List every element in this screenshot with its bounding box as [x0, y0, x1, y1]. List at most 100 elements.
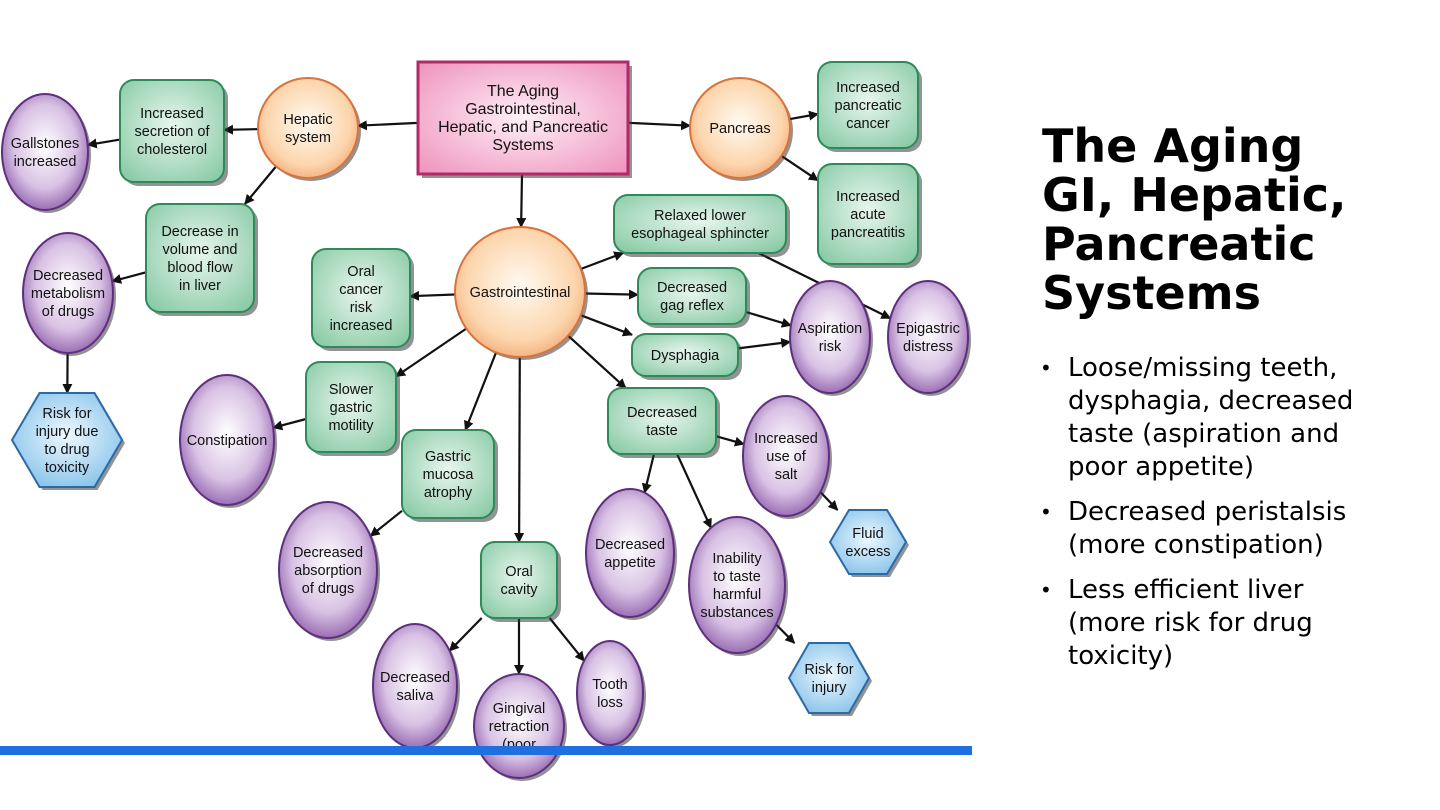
node-constipation: Constipation: [179, 374, 277, 508]
node-shape: [613, 194, 787, 254]
node-label-line: Inability: [712, 551, 762, 567]
node-label-line: taste: [646, 423, 677, 439]
arrow-gi-to-oral-cancer: [409, 290, 456, 301]
bullet-list: •Loose/missing teeth, dysphagia, decreas…: [1040, 352, 1380, 685]
arrow-dec-gag-to-aspiration: [745, 310, 792, 328]
arrow-root-to-gi: [516, 173, 527, 228]
node-shape: [689, 77, 791, 179]
node-shape: [22, 232, 114, 354]
node-shape: [828, 509, 908, 575]
node-label-line: volume and: [163, 242, 238, 258]
node-fluid-excess: Fluid excess: [828, 509, 909, 577]
node-shape: [401, 429, 495, 519]
node-label-line: Hepatic, and Pancreatic: [438, 119, 608, 136]
node-label-line: Decreased: [627, 405, 697, 421]
arrow-gi-to-relaxed-les: [580, 251, 625, 271]
node-shape: [145, 203, 255, 313]
arrow-slower-motility-to-constipation: [272, 417, 307, 431]
arrow-dec-taste-to-inc-salt: [715, 435, 745, 447]
arrow-gi-to-oral-cavity: [514, 356, 525, 543]
arrow-gi-to-slower-motility: [395, 327, 467, 378]
node-label-line: Aspiration: [798, 321, 862, 337]
node-label-line: to taste: [713, 569, 761, 585]
node-dec-taste: Decreased taste: [607, 387, 720, 458]
arrow-dysphagia-to-aspiration: [737, 338, 792, 350]
bullet-dot-icon: •: [1040, 578, 1052, 602]
node-label-line: Increased: [754, 431, 818, 447]
arrow-hepatic-to-dec-liver-flow: [244, 165, 277, 205]
node-label-line: harmful: [713, 587, 761, 603]
node-label-line: increased: [330, 318, 393, 334]
node-label-line: toxicity: [45, 460, 90, 476]
node-label-line: secretion of: [135, 124, 211, 140]
node-shape: [480, 541, 558, 619]
arrow-gi-to-dec-gag: [584, 289, 639, 300]
node-shape: [257, 77, 359, 179]
bullet-text: Decreased peristalsis (more constipation…: [1068, 497, 1347, 560]
arrow-oral-cavity-to-tooth-loss: [548, 617, 585, 662]
node-label-line: The Aging: [487, 83, 559, 100]
node-label-line: excess: [845, 544, 890, 560]
node-label-line: Gastric: [425, 449, 471, 465]
node-label-line: Gallstones: [11, 136, 80, 152]
arrow-root-to-pancreas: [627, 120, 692, 131]
node-label-line: Relaxed lower: [654, 208, 746, 224]
node-label-line: injury due: [36, 424, 99, 440]
node-label-line: Dysphagia: [651, 348, 720, 364]
node-dysphagia: Dysphagia: [631, 333, 742, 380]
node-label-line: Oral: [347, 264, 374, 280]
node-shape: [119, 79, 225, 183]
node-label-line: Increased: [836, 189, 900, 205]
node-label-line: Fluid: [852, 526, 883, 542]
node-label-line: salt: [775, 467, 798, 483]
node-label-line: motility: [328, 418, 374, 434]
node-gi: Gastrointestinal: [454, 226, 588, 360]
node-label-line: Slower: [329, 382, 373, 398]
node-label: Dysphagia: [651, 348, 720, 364]
node-label-line: Decreased: [380, 670, 450, 686]
node-shape: [789, 280, 871, 394]
node-shape: [10, 392, 124, 488]
node-label-line: Epigastric: [896, 321, 960, 337]
node-label: Aspiration risk: [798, 321, 862, 355]
arrow-dec-liver-flow-to-dec-metabolism: [111, 271, 147, 284]
node-label-line: risk: [819, 339, 842, 355]
node-shape: [688, 516, 786, 654]
node-label: Constipation: [187, 433, 268, 449]
node-label-line: Hepatic: [283, 112, 332, 128]
node-label-line: absorption: [294, 563, 362, 579]
node-label-line: Risk for: [804, 662, 853, 678]
arrow-gi-to-dysphagia: [580, 314, 633, 337]
node-shape: [607, 387, 717, 455]
node-label-line: gag reflex: [660, 298, 724, 314]
node-label-line: Decrease in: [161, 224, 238, 240]
node-label-line: injury: [812, 680, 847, 696]
